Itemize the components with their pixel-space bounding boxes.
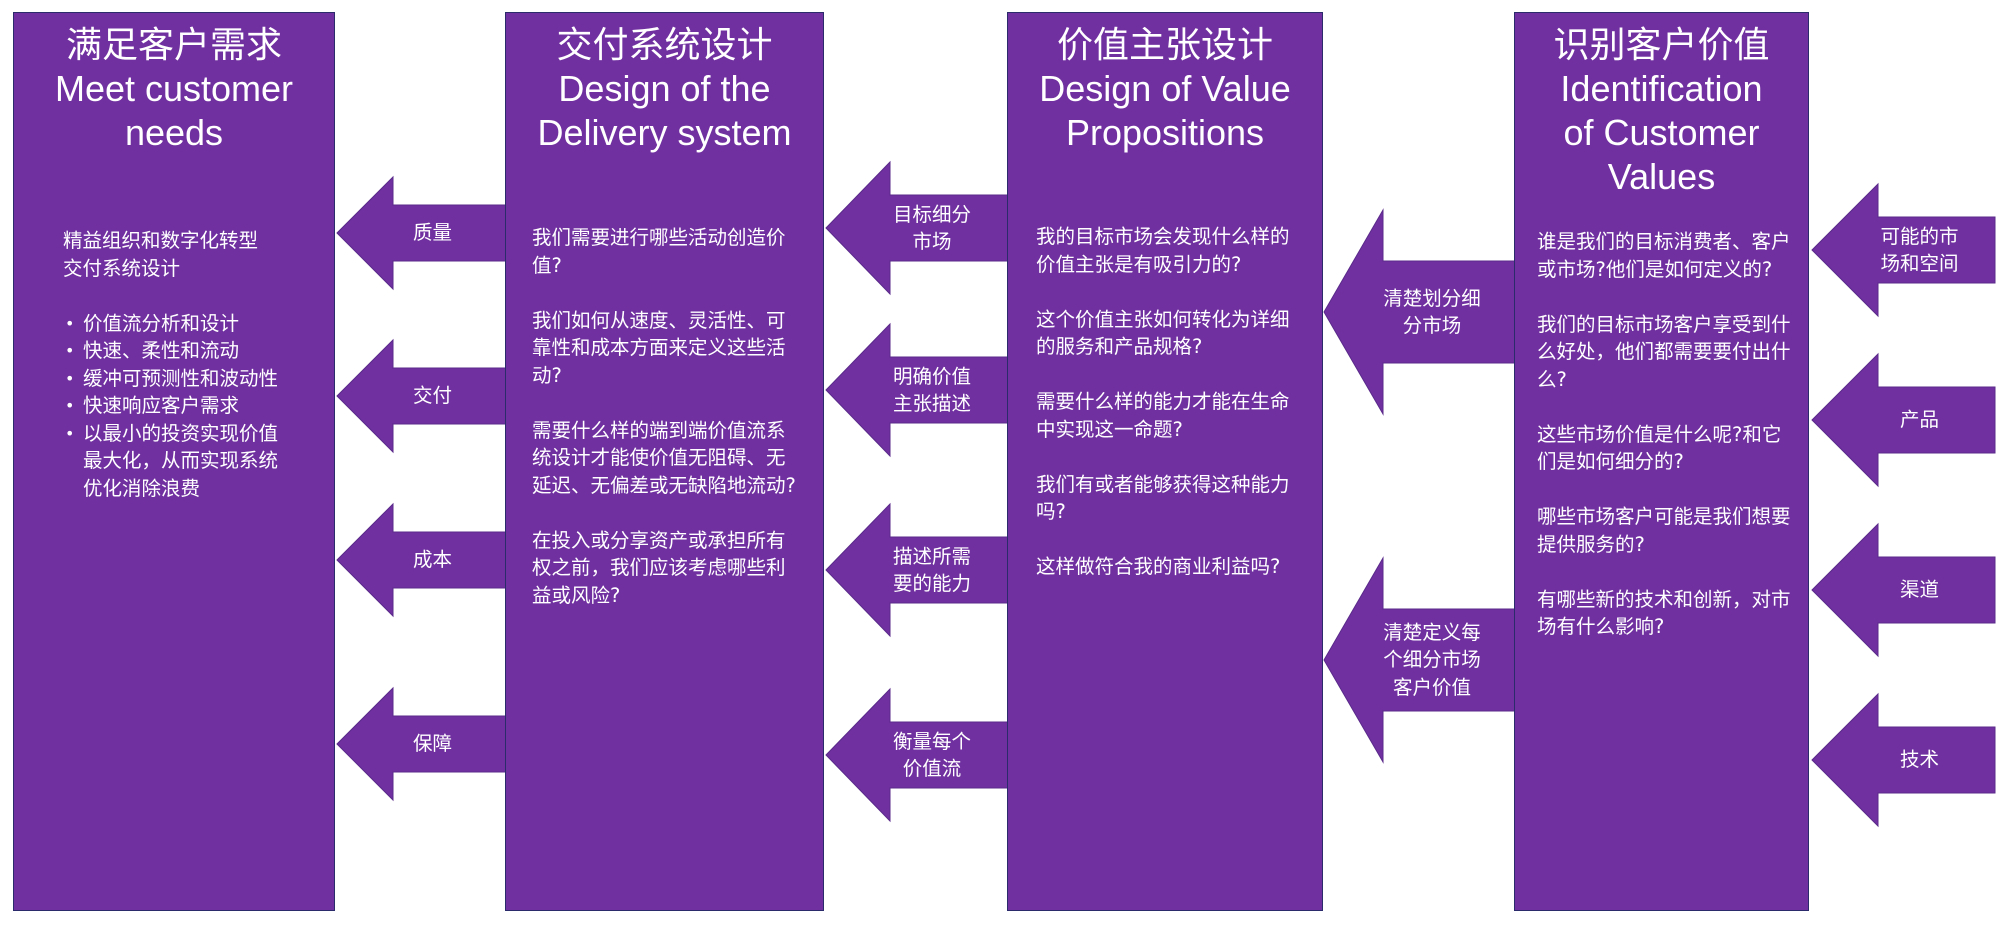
bullet-item: 以最小的投资实现价值最大化，从而实现系统优化消除浪费 [63, 420, 283, 503]
arrow-label-line: 清楚定义每 [1383, 620, 1481, 644]
arrow-label-text: 技术 [1900, 746, 1939, 774]
arrow-label-line: 价值流 [902, 757, 962, 780]
arrow-label: 目标细分市场 [868, 162, 996, 294]
arrow-label: 可能的市场和空间 [1856, 184, 1983, 316]
column-title: 交付系统设计 Design of the Delivery system [506, 23, 823, 155]
column-title: 满足客户需求 Meet customer needs [14, 23, 334, 155]
arrow-label-line: 目标细分 [892, 202, 971, 226]
arrow-label: 质量 [371, 177, 494, 289]
title-en-line: Design of Value [1039, 68, 1291, 109]
question-text: 我的目标市场会发现什么样的价值主张是有吸引力的? [1036, 225, 1290, 276]
column-body: 我们需要进行哪些活动创造价值? 我们如何从速度、灵活性、可靠性和成本方面来定义这… [532, 224, 797, 637]
arrow-label-line: 要的能力 [892, 572, 971, 595]
arrow-label: 产品 [1856, 354, 1983, 486]
arrow-label-text: 衡量每个价值流 [893, 728, 971, 783]
arrow-label: 交付 [371, 340, 494, 452]
title-en-line: Identification [1560, 68, 1763, 109]
arrow-label-line: 交付 [412, 384, 452, 408]
question-text: 需要什么样的端到端价值流系统设计才能使价值无阻碍、无延迟、无偏差或无缺陷地流动? [532, 418, 796, 497]
bullet-item: 快速响应客户需求 [63, 392, 283, 420]
title-en-line: Design of the [558, 68, 771, 109]
bullet-item: 缓冲可预测性和波动性 [63, 365, 283, 393]
column-title: 价值主张设计 Design of Value Propositions [1008, 23, 1322, 155]
column-value-propositions: 价值主张设计 Design of Value Propositions 我的目标… [1007, 12, 1323, 911]
bullet-list: 价值流分析和设计 快速、柔性和流动 缓冲可预测性和波动性 快速响应客户需求 以最… [63, 310, 283, 503]
question-text: 谁是我们的目标消费者、客户或市场?他们是如何定义的? [1537, 230, 1791, 281]
arrow-label-text: 清楚定义每个细分市场客户价值 [1383, 619, 1481, 702]
arrow-label-line: 明确价值 [892, 364, 971, 388]
arrow-label-line: 渠道 [1899, 578, 1939, 602]
question-text: 我们需要进行哪些活动创造价值? [532, 226, 786, 277]
arrow-label-text: 产品 [1900, 406, 1939, 434]
arrow-label-text: 清楚划分细分市场 [1383, 285, 1481, 340]
question-text: 我们有或者能够获得这种能力吗? [1036, 472, 1290, 524]
column-delivery-system: 交付系统设计 Design of the Delivery system 我们需… [505, 12, 824, 911]
title-en-line: of Customer [1563, 112, 1760, 153]
arrow-label-line: 可能的市 [1880, 224, 1959, 248]
arrow-label-line: 清楚划分细 [1383, 286, 1481, 310]
arrow-label-line: 市场 [912, 230, 952, 253]
title-en-line: Values [1607, 156, 1716, 197]
question-text: 我们的目标市场客户享受到什么好处，他们都需要要付出什么? [1537, 312, 1791, 391]
arrow-label: 保障 [371, 688, 494, 800]
arrow-label-line: 成本 [412, 548, 452, 572]
arrow-label: 衡量每个价值流 [868, 689, 996, 821]
arrow-label-text: 质量 [413, 219, 452, 247]
title-zh: 识别客户价值 [1553, 24, 1770, 65]
column-customer-values: 识别客户价值 Identification of Customer Values… [1514, 12, 1809, 911]
arrow-label-line: 场和空间 [1880, 252, 1959, 275]
arrow-label-line: 衡量每个 [892, 729, 971, 753]
arrow-label: 清楚定义每个细分市场客户价值 [1361, 558, 1503, 762]
column-body: 精益组织和数字化转型 交付系统设计 价值流分析和设计 快速、柔性和流动 缓冲可预… [63, 227, 323, 502]
arrow-label-line: 描述所需 [892, 544, 971, 568]
arrow-label: 描述所需要的能力 [868, 504, 996, 636]
arrow-label-text: 成本 [413, 546, 452, 574]
arrow-label-line: 技术 [1899, 748, 1939, 772]
arrow-label-line: 主张描述 [892, 392, 971, 415]
bullet-item: 价值流分析和设计 [63, 310, 283, 338]
arrow-label-text: 明确价值主张描述 [893, 363, 971, 418]
arrow-label-text: 可能的市场和空间 [1880, 223, 1958, 278]
arrow-label: 明确价值主张描述 [868, 324, 996, 456]
intro-line: 精益组织和数字化转型 [63, 229, 259, 252]
arrow-label-line: 个细分市场 [1383, 648, 1481, 672]
bullet-item: 快速、柔性和流动 [63, 337, 283, 365]
arrow-label: 技术 [1856, 694, 1983, 826]
question-text: 这些市场价值是什么呢?和它们是如何细分的? [1537, 422, 1782, 474]
column-body: 我的目标市场会发现什么样的价值主张是有吸引力的? 这个价值主张如何转化为详细的服… [1036, 223, 1306, 608]
column-body: 谁是我们的目标消费者、客户或市场?他们是如何定义的? 我们的目标市场客户享受到什… [1537, 228, 1799, 668]
question-text: 哪些市场客户可能是我们想要提供服务的? [1537, 505, 1791, 556]
question-text: 在投入或分享资产或承担所有权之前，我们应该考虑哪些利益或风险? [532, 528, 786, 607]
title-en-line: needs [124, 112, 224, 153]
arrow-label-text: 目标细分市场 [893, 201, 971, 256]
arrow-label: 渠道 [1856, 524, 1983, 656]
arrow-label-line: 产品 [1899, 408, 1939, 432]
arrow-label-text: 渠道 [1900, 576, 1939, 604]
title-en-line: Meet customer [54, 68, 294, 109]
title-zh: 交付系统设计 [556, 24, 773, 65]
arrow-label-line: 保障 [412, 732, 452, 756]
arrow-label: 清楚划分细分市场 [1361, 210, 1503, 414]
question-text: 这个价值主张如何转化为详细的服务和产品规格? [1036, 307, 1290, 359]
arrow-label-line: 质量 [412, 221, 452, 245]
column-title: 识别客户价值 Identification of Customer Values [1515, 23, 1808, 199]
question-text: 需要什么样的能力才能在生命中实现这一命题? [1036, 390, 1290, 441]
intro-line: 交付系统设计 [63, 256, 181, 280]
title-zh: 价值主张设计 [1056, 24, 1273, 65]
arrow-label-line: 客户价值 [1392, 675, 1471, 699]
intro-text: 精益组织和数字化转型 交付系统设计 [63, 227, 323, 282]
column-meet-customer-needs: 满足客户需求 Meet customer needs 精益组织和数字化转型 交付… [13, 12, 335, 911]
arrow-label-line: 分市场 [1402, 314, 1462, 337]
arrow-label: 成本 [371, 504, 494, 616]
arrow-label-text: 交付 [413, 382, 452, 410]
arrow-label-text: 保障 [413, 730, 452, 758]
title-zh: 满足客户需求 [65, 24, 282, 65]
question-text: 有哪些新的技术和创新，对市场有什么影响? [1537, 587, 1791, 639]
title-en-line: Delivery system [537, 112, 792, 153]
question-text: 我们如何从速度、灵活性、可靠性和成本方面来定义这些活动? [532, 308, 786, 387]
question-text: 这样做符合我的商业利益吗? [1036, 555, 1281, 578]
arrow-label-text: 描述所需要的能力 [893, 543, 971, 598]
title-en-line: Propositions [1065, 112, 1265, 153]
